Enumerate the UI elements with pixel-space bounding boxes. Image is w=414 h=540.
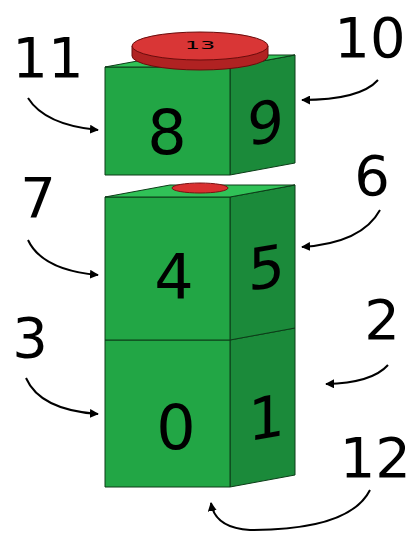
leader-arrow bbox=[211, 490, 370, 530]
cube-side-face bbox=[230, 185, 295, 340]
cube-front-face bbox=[105, 197, 230, 340]
leader-arrow bbox=[28, 98, 98, 130]
leader-arrow bbox=[302, 210, 380, 247]
callout-number: 11 bbox=[12, 30, 83, 86]
leader-arrow bbox=[28, 240, 98, 275]
cube-front-face bbox=[105, 340, 230, 487]
leader-arrow bbox=[326, 365, 388, 384]
cube-front-face bbox=[105, 67, 230, 175]
cube-side-face bbox=[230, 328, 295, 487]
face-number: 4 bbox=[154, 247, 193, 309]
face-number: 5 bbox=[248, 236, 285, 301]
disc-number: 13 bbox=[185, 40, 216, 51]
red-peg bbox=[172, 183, 228, 193]
callout-number: 10 bbox=[334, 10, 405, 66]
callout-number: 3 bbox=[12, 310, 48, 366]
cube-side-face bbox=[230, 55, 295, 175]
face-number: 9 bbox=[247, 91, 284, 156]
face-number: 0 bbox=[156, 397, 195, 459]
leader-arrow bbox=[302, 80, 378, 100]
face-number: 1 bbox=[248, 386, 285, 451]
callout-number: 7 bbox=[20, 170, 56, 226]
leader-arrow bbox=[26, 378, 98, 414]
callout-number: 6 bbox=[354, 148, 390, 204]
callout-number: 12 bbox=[340, 430, 411, 486]
face-number: 8 bbox=[147, 102, 186, 164]
callout-number: 2 bbox=[364, 292, 400, 348]
red-disc-top bbox=[132, 32, 268, 60]
